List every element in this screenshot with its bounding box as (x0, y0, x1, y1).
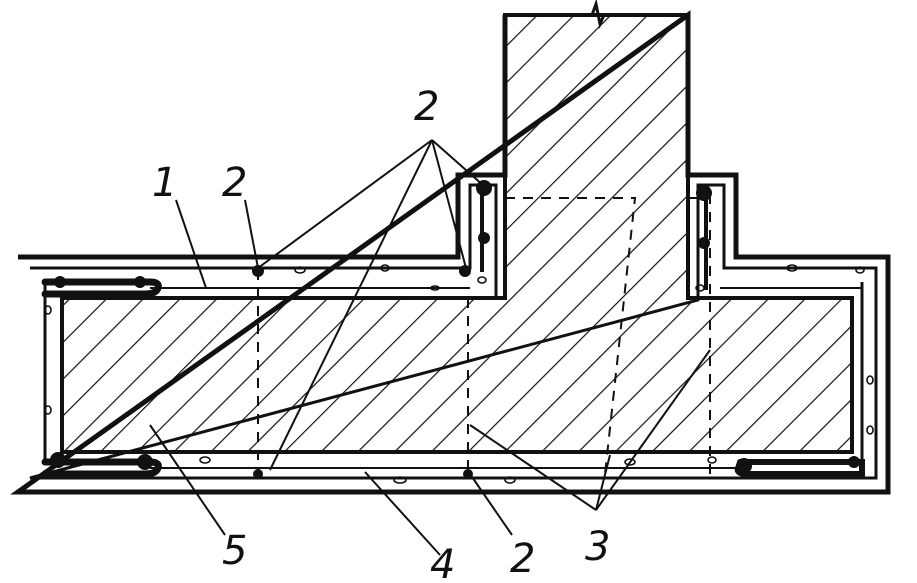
label-2-left: 2 (222, 160, 247, 206)
cage-band-line (29, 183, 878, 480)
label-1: 1 (152, 160, 177, 206)
bar-dots (50, 180, 860, 479)
label-3: 3 (585, 524, 610, 570)
label-2-bottom: 2 (510, 536, 535, 582)
dashed-lines (257, 197, 711, 475)
label-5: 5 (222, 528, 247, 574)
leader-lines (149, 139, 711, 556)
aggregate-specks (44, 264, 874, 484)
label-2-top: 2 (414, 84, 439, 130)
break-line (505, 0, 688, 29)
label-4: 4 (430, 542, 455, 583)
existing-element-outline (60, 13, 854, 454)
